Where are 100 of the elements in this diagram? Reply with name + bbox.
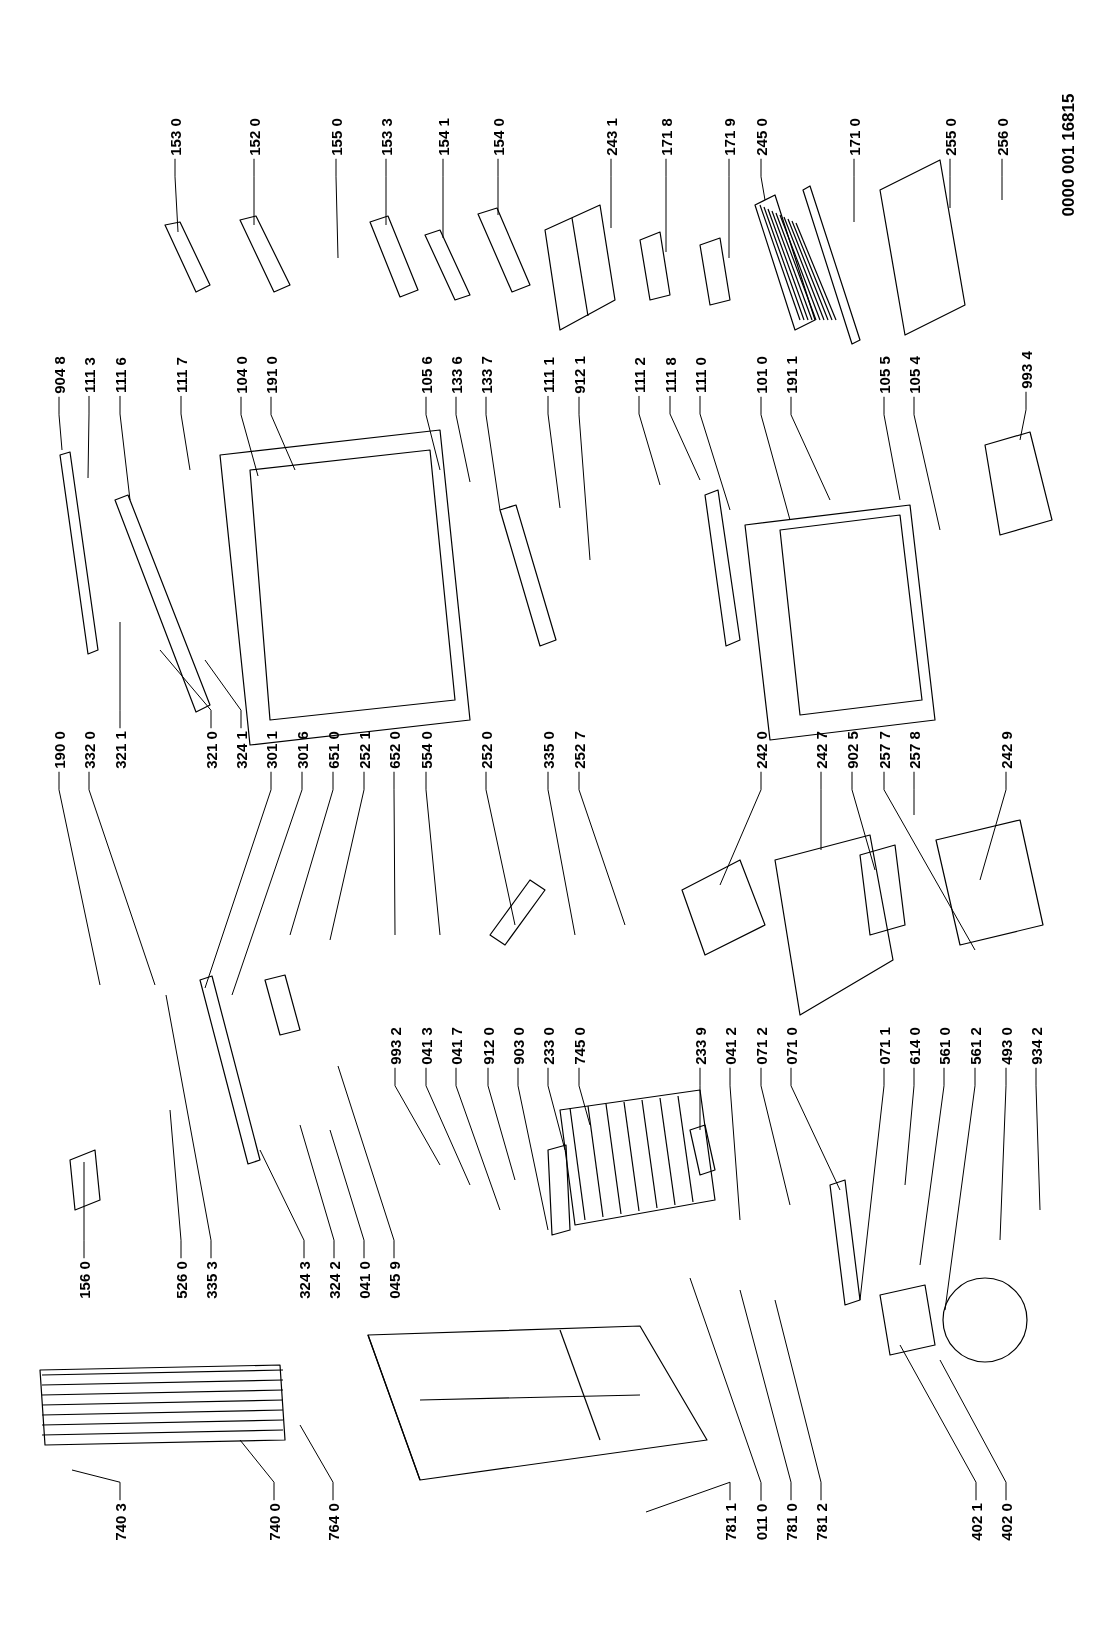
callout-number: 740 0 — [266, 1503, 282, 1541]
leader-line — [899, 1344, 977, 1501]
leader-line — [337, 1065, 395, 1259]
callout-number: 526 0 — [173, 1261, 189, 1299]
callout-number: 912 1 — [571, 356, 587, 394]
callout-number: 257 8 — [906, 731, 922, 769]
leader-line — [497, 158, 499, 216]
leader-line — [949, 158, 951, 209]
callout-number: 252 1 — [356, 731, 372, 769]
callout-number: 324 1 — [233, 731, 249, 769]
leader-line — [425, 396, 441, 471]
leader-line — [455, 1067, 501, 1211]
leader-line — [58, 771, 101, 986]
callout-number: 041 2 — [722, 1027, 738, 1065]
leader-line — [760, 1067, 791, 1206]
callout-number: 301 6 — [294, 731, 310, 769]
leader-line — [299, 1124, 335, 1259]
callout-number: 104 0 — [233, 356, 249, 394]
leader-line — [790, 1067, 841, 1191]
callout-number: 252 0 — [478, 731, 494, 769]
callout-number: 111 0 — [692, 357, 708, 393]
leader-line — [87, 395, 90, 479]
leader-line — [790, 396, 831, 501]
callout-number: 154 1 — [435, 118, 451, 156]
leader-line — [719, 771, 762, 886]
leader-line — [83, 1161, 85, 1259]
callout-number: 111 6 — [112, 357, 128, 393]
callout-number: 335 3 — [203, 1261, 219, 1299]
callout-number: 243 1 — [603, 118, 619, 156]
callout-number: 105 5 — [876, 356, 892, 394]
leader-line — [547, 395, 561, 509]
callout-number: 554 0 — [418, 731, 434, 769]
callout-number: 233 9 — [692, 1027, 708, 1065]
callout-number: 245 0 — [753, 118, 769, 156]
leader-line — [645, 1481, 731, 1513]
callout-number: 045 9 — [386, 1261, 402, 1299]
leader-line — [231, 771, 303, 996]
leader-line — [204, 771, 272, 989]
callout-number: 153 3 — [378, 118, 394, 156]
leader-line — [1019, 391, 1027, 441]
callout-number: 071 2 — [753, 1027, 769, 1065]
leader-line — [578, 1067, 591, 1126]
callout-number: 740 3 — [112, 1503, 128, 1541]
leader-line — [638, 395, 661, 486]
callout-number: 111 8 — [662, 357, 678, 393]
callout-number: 191 0 — [263, 356, 279, 394]
leader-line — [169, 1109, 182, 1259]
callout-number: 255 0 — [942, 118, 958, 156]
callout-number: 101 0 — [753, 356, 769, 394]
callout-number: 041 7 — [448, 1027, 464, 1065]
leader-line — [58, 396, 63, 451]
leader-line — [270, 396, 296, 471]
callout-number: 561 0 — [936, 1027, 952, 1065]
leader-line — [485, 396, 501, 511]
callout-number: 041 3 — [418, 1027, 434, 1065]
leader-line — [299, 1424, 334, 1501]
leader-line — [119, 621, 121, 729]
leader-line — [289, 771, 334, 936]
callout-number: 171 8 — [658, 118, 674, 156]
callout-number: 041 0 — [356, 1261, 372, 1299]
callout-number: 493 0 — [998, 1027, 1014, 1065]
leader-line — [442, 158, 444, 239]
leader-line — [979, 771, 1007, 881]
leader-line — [853, 158, 855, 223]
document-number: 0000 001 16815 — [1059, 93, 1077, 217]
leader-line — [939, 1359, 1007, 1501]
callout-number: 903 0 — [510, 1027, 526, 1065]
leader-line — [425, 771, 441, 936]
leader-line — [1035, 1067, 1041, 1211]
leader-line — [385, 158, 387, 226]
callout-number: 335 0 — [540, 731, 556, 769]
callout-number: 111 3 — [81, 357, 97, 393]
leader-line — [240, 396, 259, 477]
callout-number: 902 5 — [844, 731, 860, 769]
leader-line — [335, 158, 339, 259]
leader-line — [760, 158, 766, 201]
leader-line — [253, 158, 255, 226]
leader-line — [760, 396, 791, 521]
callout-number: 071 0 — [783, 1027, 799, 1065]
callout-number: 332 0 — [81, 731, 97, 769]
leader-line — [329, 1129, 365, 1259]
callout-number: 242 7 — [813, 731, 829, 769]
callout-number: 242 9 — [998, 731, 1014, 769]
leader-line — [159, 649, 212, 729]
leader-line — [859, 1067, 885, 1301]
callout-number: 011 0 — [753, 1503, 769, 1541]
callout-number: 133 7 — [478, 356, 494, 394]
leader-line — [174, 158, 179, 233]
callout-number: 764 0 — [325, 1503, 341, 1541]
leader-line — [729, 1067, 741, 1221]
callout-number: 256 0 — [994, 118, 1010, 156]
leader-line — [999, 1067, 1007, 1241]
callout-number: 111 1 — [540, 357, 556, 393]
callout-number: 324 3 — [296, 1261, 312, 1299]
callout-number: 912 0 — [480, 1027, 496, 1065]
callout-number: 111 7 — [173, 357, 189, 393]
leader-line — [774, 1299, 822, 1501]
leader-line — [119, 395, 131, 501]
leader-line — [259, 1149, 305, 1259]
callout-number: 152 0 — [246, 118, 262, 156]
